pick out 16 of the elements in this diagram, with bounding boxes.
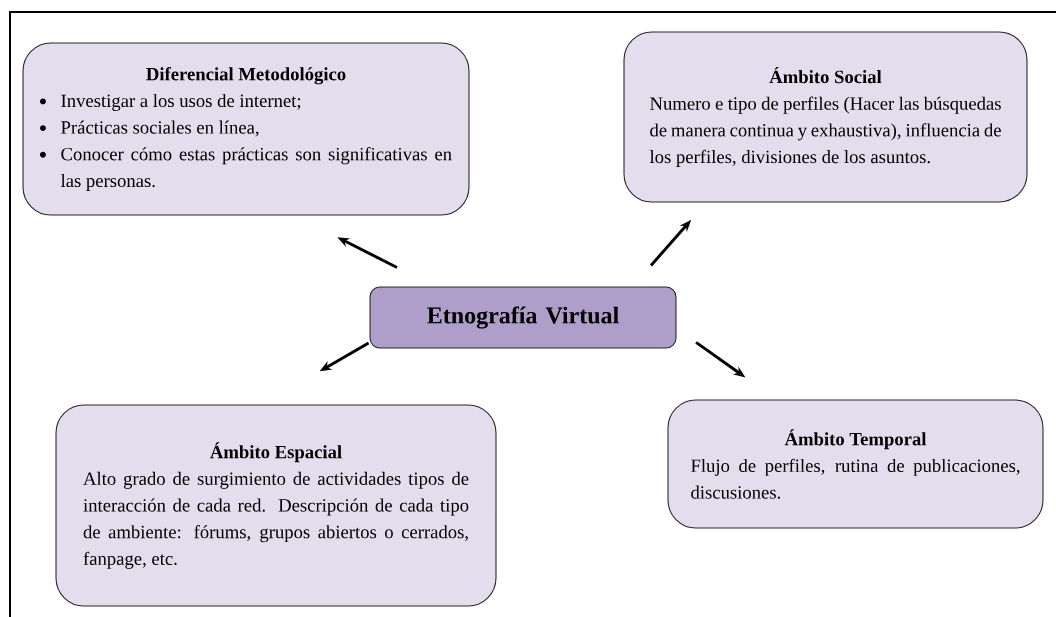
list-item: Prácticas sociales en línea, [61,120,259,137]
list-item: Conocer cómo estas prácticas son significativas en las personas. [60,147,452,191]
box-text: Alto grado de surgimiento de actividades tipos de interacción de cada red. Descripción de cada tipo de ambiente: fórums, grupos abiertos o cerrados, fanpage, etc. [83,471,469,569]
box-heading: Ámbito Espacial [210,442,342,463]
rounded-box [22,42,470,216]
box-text: Numero e tipo de perfiles (Hacer las búsquedas de manera continua y exhaustiva), influencia de los perfiles, divisiones de los asuntos. [649,96,1001,167]
box-heading: Ámbito Social [769,67,882,84]
rounded-box [623,31,1028,203]
rounded-box [667,399,1044,529]
box-title: Etnografía Virtual [427,306,619,329]
list-item: Investigar a los usos de internet; [61,93,301,111]
box-heading: Ámbito Temporal [784,429,927,450]
box-text: Flujo de perfiles, rutina de publicaciones, discusiones. [691,458,1020,499]
rounded-box [55,404,497,607]
title-box [369,286,677,349]
box-heading: Diferencial Metodológico [146,67,346,85]
